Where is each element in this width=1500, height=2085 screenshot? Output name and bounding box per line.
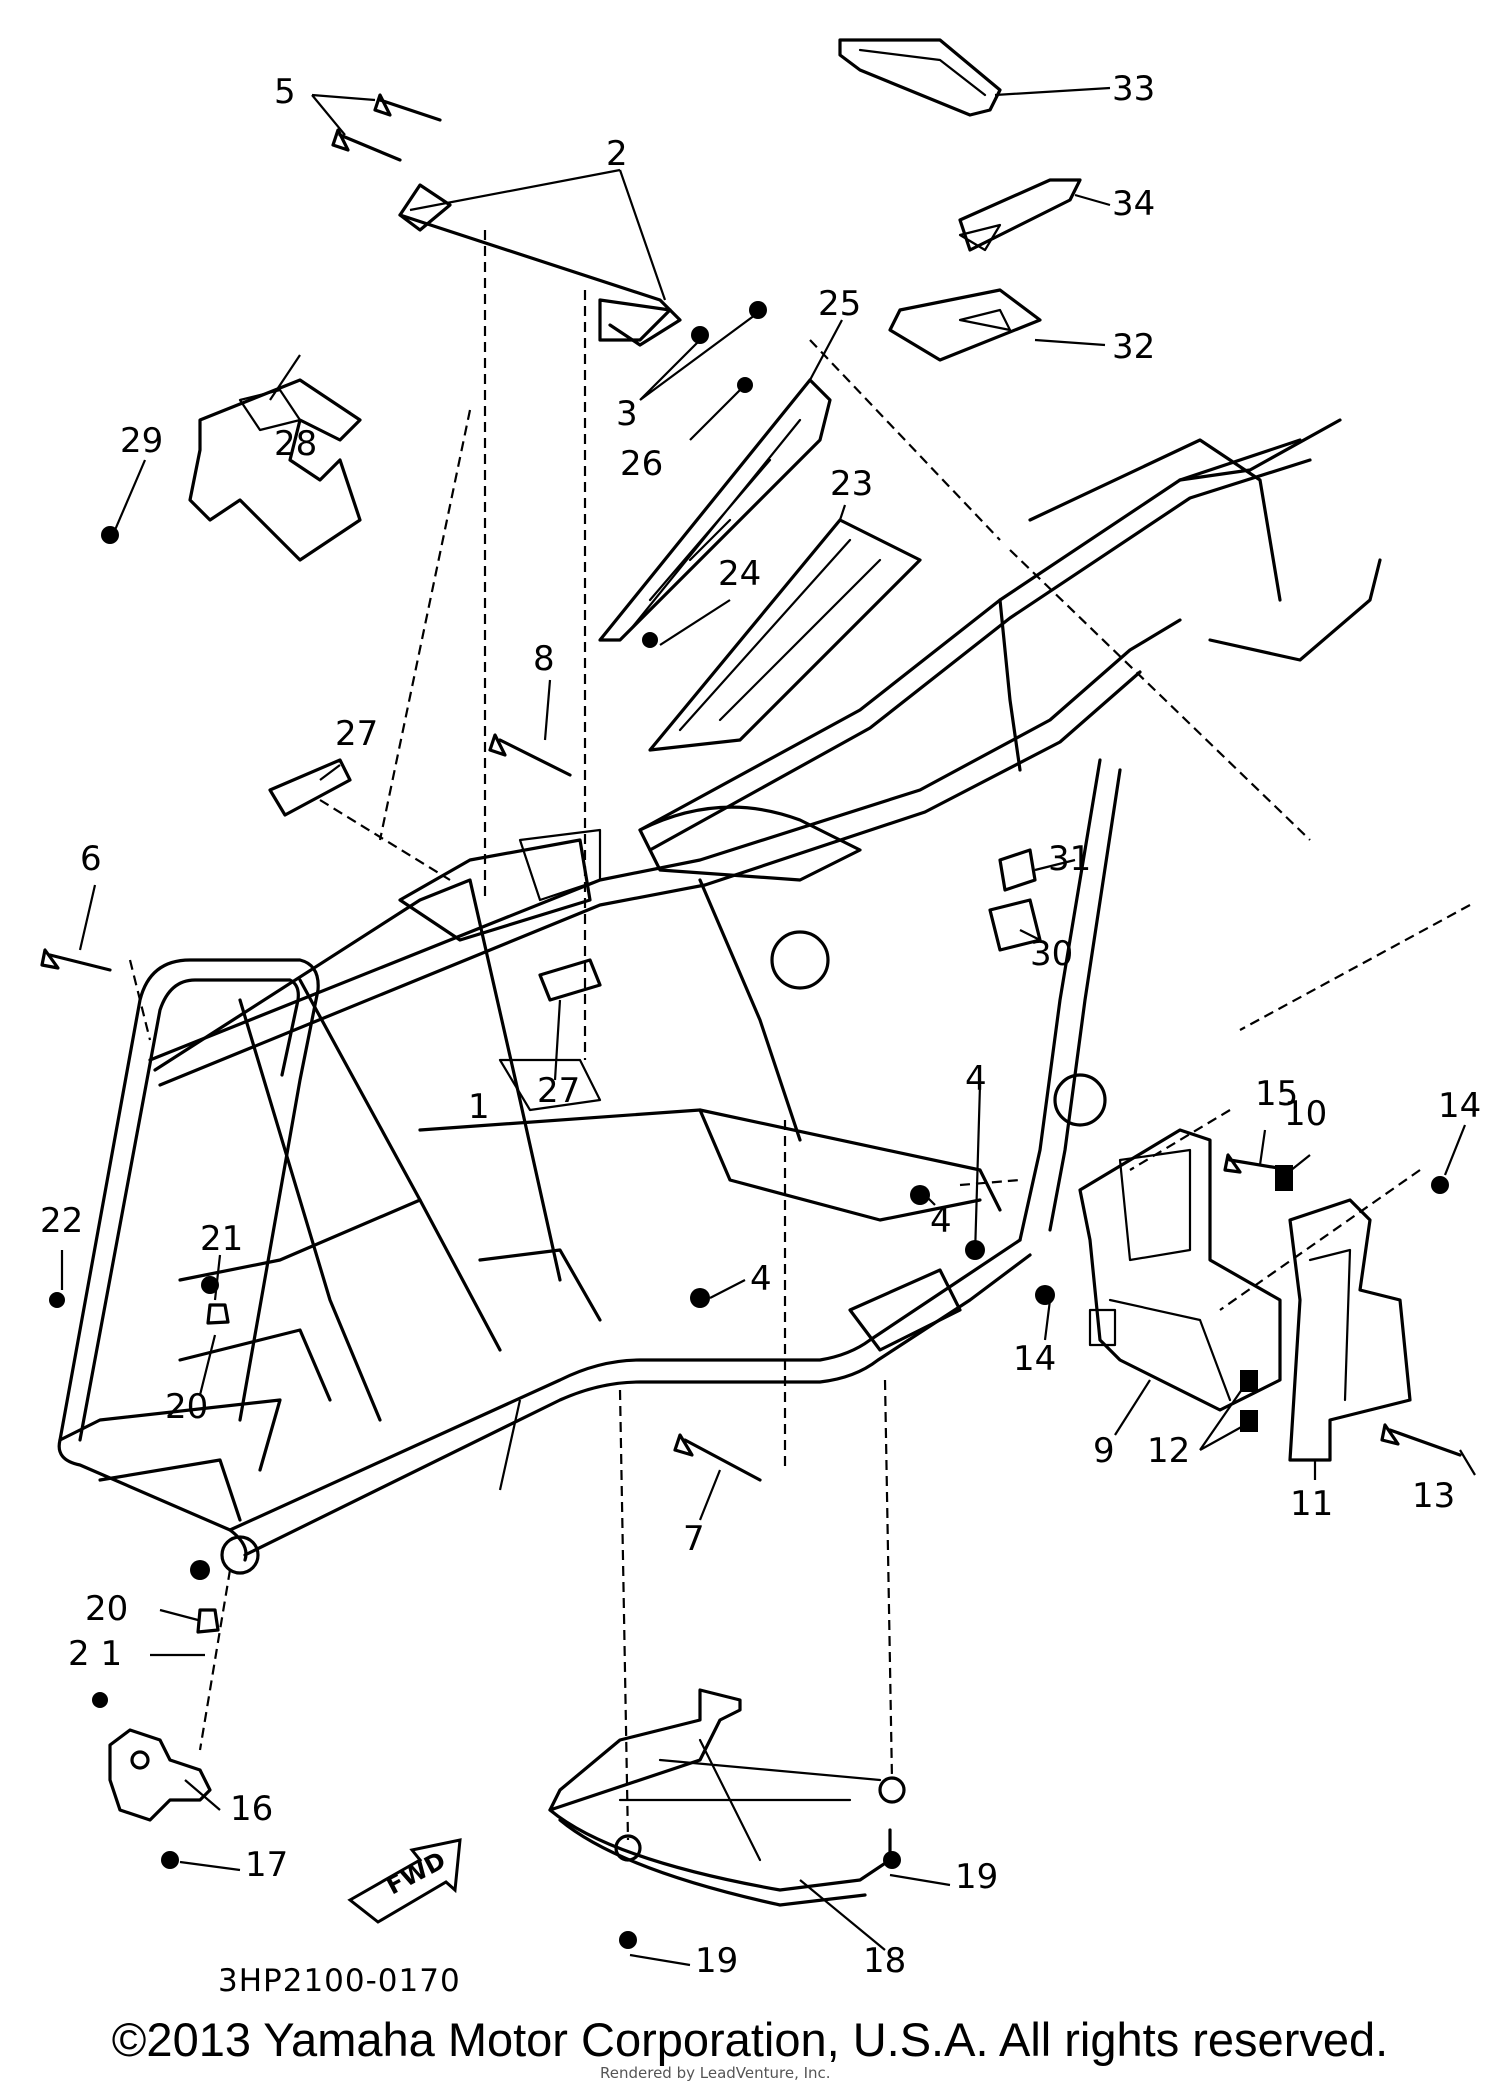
callout-32: 32 [1112, 327, 1155, 367]
callout-20-a: 20 [165, 1387, 208, 1427]
callout-8: 8 [533, 639, 555, 679]
skid-plate-18[interactable] [548, 1688, 906, 1907]
callout-30: 30 [1030, 934, 1073, 974]
callout-21-b: 2 1 [68, 1634, 122, 1674]
renderer-credit: Rendered by LeadVenture, Inc. [600, 2064, 831, 2082]
callout-14-a: 14 [1438, 1086, 1481, 1126]
fwd-arrow: FWD [347, 1838, 462, 1924]
callout-3: 3 [616, 394, 638, 434]
main-frame[interactable] [57, 418, 1382, 1575]
bracket-16[interactable] [108, 1728, 212, 1822]
nuts[interactable] [49, 301, 1449, 1949]
callout-12: 12 [1147, 1431, 1190, 1471]
callout-27-a: 27 [335, 714, 378, 754]
callout-21-a: 21 [200, 1219, 243, 1259]
battery-box-9[interactable] [1078, 1128, 1282, 1412]
rubber-dampers-27[interactable] [268, 758, 602, 1002]
callout-2: 2 [606, 134, 628, 174]
callout-25: 25 [818, 284, 861, 324]
callout-16: 16 [230, 1789, 273, 1829]
callout-34: 34 [1112, 184, 1155, 224]
callout-19-a: 19 [955, 1857, 998, 1897]
callout-22: 22 [40, 1201, 83, 1241]
battery-cover-11[interactable] [1288, 1198, 1412, 1462]
callout-24: 24 [718, 554, 761, 594]
callout-6: 6 [80, 839, 102, 879]
callout-9: 9 [1093, 1431, 1115, 1471]
bracket-28[interactable] [188, 378, 362, 562]
callout-14-b: 14 [1013, 1339, 1056, 1379]
callout-28: 28 [274, 424, 317, 464]
callout-1: 1 [468, 1087, 490, 1127]
callout-19-b: 19 [695, 1941, 738, 1981]
callouts: 1 2 3 4 4 4 5 6 7 8 9 10 11 12 13 14 14 … [40, 69, 1481, 1981]
leader-lines [60, 86, 1476, 1967]
callout-13: 13 [1412, 1476, 1455, 1516]
callout-5: 5 [274, 72, 296, 112]
callout-10: 10 [1284, 1094, 1327, 1134]
callout-4-b: 4 [930, 1201, 952, 1241]
bracket-2[interactable] [398, 183, 682, 347]
callout-17: 17 [245, 1845, 288, 1885]
callout-4-a: 4 [965, 1059, 987, 1099]
collar-20-21[interactable] [196, 1303, 230, 1634]
callout-7: 7 [683, 1519, 705, 1559]
callout-15: 15 [1255, 1074, 1298, 1114]
callout-31: 31 [1048, 839, 1091, 879]
pad-32[interactable] [888, 288, 1042, 362]
rubber-33[interactable] [838, 38, 1002, 117]
guard-plate-25[interactable] [598, 378, 832, 642]
callout-18: 18 [863, 1941, 906, 1981]
callout-23: 23 [830, 464, 873, 504]
callout-33: 33 [1112, 69, 1155, 109]
callout-11: 11 [1290, 1484, 1333, 1524]
callout-4-c: 4 [750, 1259, 772, 1299]
guard-plate-23[interactable] [648, 518, 922, 752]
callout-27-b: 27 [537, 1071, 580, 1111]
diagram-code: 3HP2100-0170 [218, 1963, 461, 1999]
band-34[interactable] [958, 178, 1082, 252]
callout-26: 26 [620, 444, 663, 484]
callout-29: 29 [120, 421, 163, 461]
callout-20-b: 20 [85, 1589, 128, 1629]
copyright-notice: ©2013 Yamaha Motor Corporation, U.S.A. A… [111, 2013, 1389, 2066]
